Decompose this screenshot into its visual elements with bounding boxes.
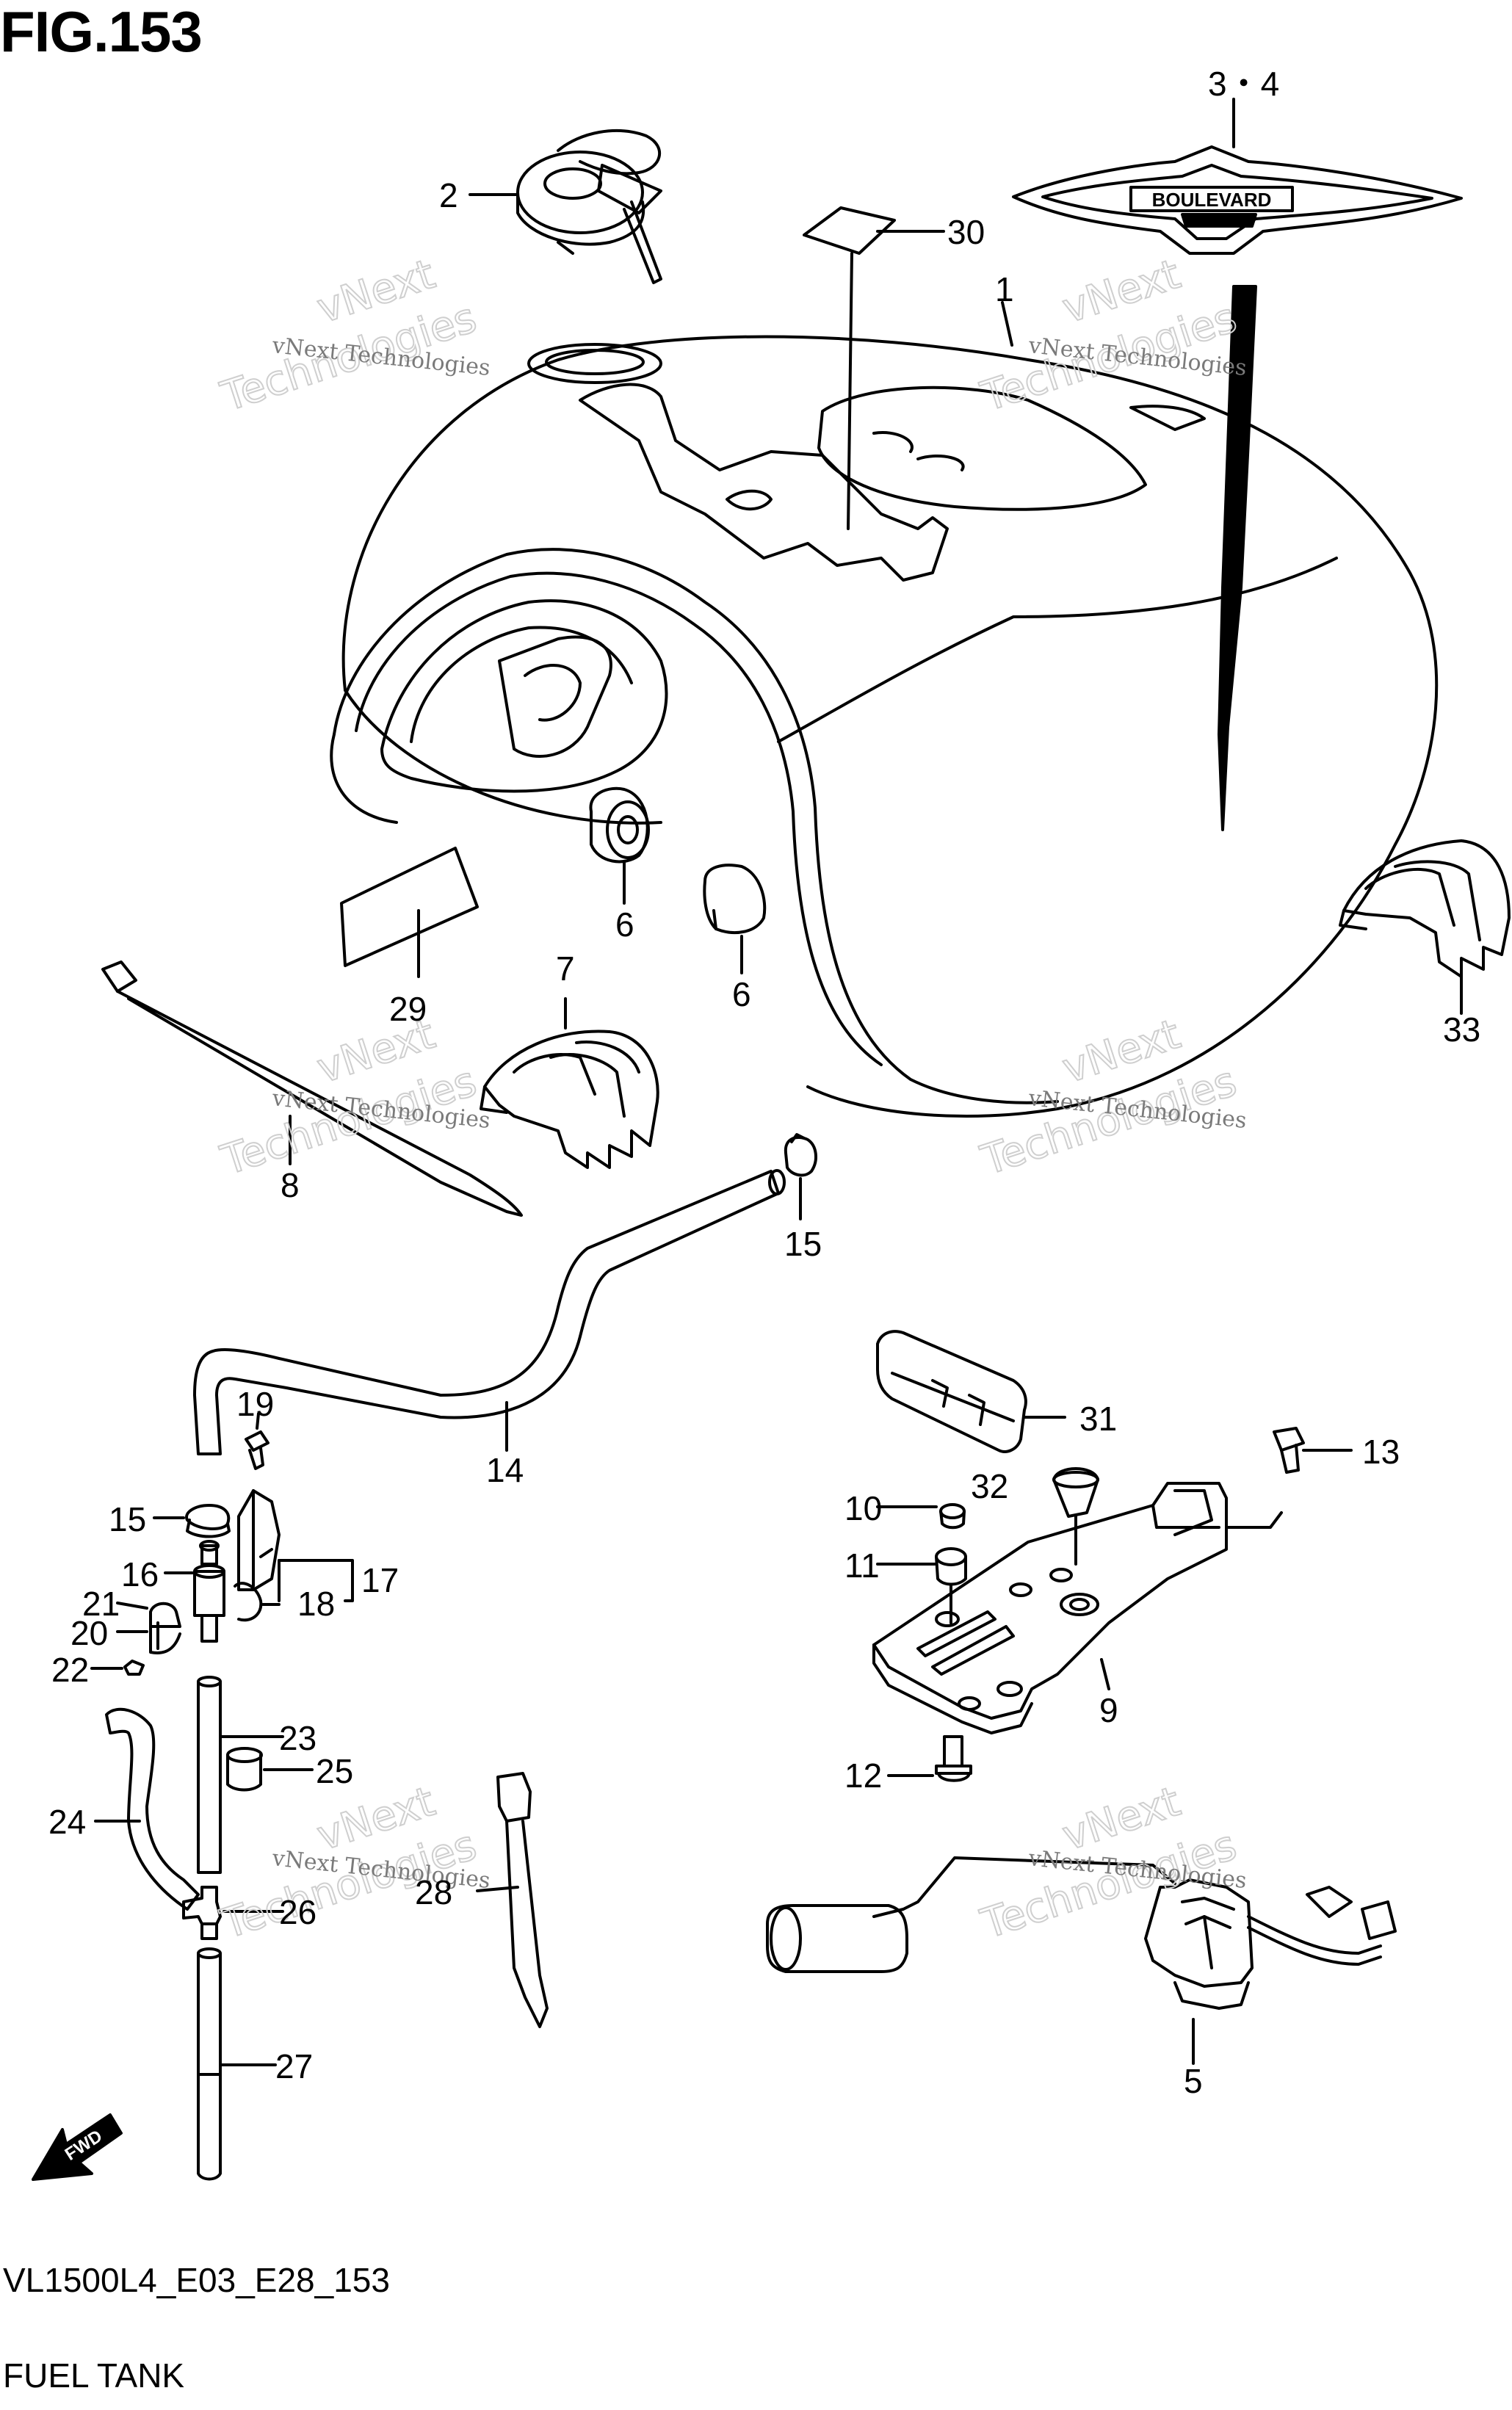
callout-31: 31 — [1079, 1400, 1117, 1438]
sleeve-25 — [226, 1747, 314, 1792]
callout-17: 17 — [361, 1561, 399, 1599]
bracket-9 — [872, 1482, 1283, 1734]
bolt-12 — [887, 1735, 972, 1782]
callout-11: 11 — [844, 1546, 880, 1585]
callout-19: 19 — [236, 1385, 274, 1423]
bolt-13 — [1273, 1427, 1353, 1474]
callout-15a: 15 — [784, 1225, 822, 1263]
callout-23: 23 — [279, 1719, 316, 1757]
rubber-31 — [876, 1330, 1066, 1453]
callout-1: 1 — [995, 270, 1014, 308]
fuel-sender-5 — [766, 1856, 1397, 2065]
hose-14 — [193, 1169, 786, 1455]
grommet-6b — [703, 864, 767, 974]
callout-20: 20 — [70, 1614, 108, 1652]
cable-tie-8 — [101, 960, 523, 1217]
callout-12: 12 — [844, 1756, 882, 1795]
callout-27: 27 — [275, 2047, 313, 2085]
callout-22: 22 — [51, 1651, 89, 1689]
callout-30: 30 — [947, 213, 985, 251]
cushion-33 — [1339, 839, 1511, 1015]
grommet-6a — [589, 786, 650, 905]
boulevard-emblem — [1012, 98, 1463, 255]
callout-2: 2 — [439, 176, 458, 214]
callout-21: 21 — [82, 1585, 120, 1623]
label-30 — [803, 206, 945, 530]
emblem-text: BOULEVARD — [1152, 189, 1272, 211]
screw-19 — [245, 1412, 270, 1470]
label-29 — [340, 847, 479, 978]
fuel-cap — [469, 129, 662, 284]
figure-title: FIG.153 — [0, 0, 203, 64]
callout-6a: 6 — [615, 905, 634, 944]
grommet-11 — [876, 1547, 967, 1624]
callout-8: 8 — [281, 1166, 300, 1204]
callout-16: 16 — [121, 1555, 159, 1593]
callout-10: 10 — [844, 1489, 882, 1527]
callout-32: 32 — [971, 1467, 1008, 1505]
bolt-22 — [90, 1660, 145, 1676]
hose-27 — [197, 1947, 277, 2181]
callout-29: 29 — [389, 990, 427, 1028]
fuel-tank-body — [330, 285, 1439, 1118]
joint-26 — [182, 1886, 284, 1940]
callout-25: 25 — [316, 1752, 353, 1790]
callout-13: 13 — [1362, 1433, 1400, 1471]
callout-6b: 6 — [732, 975, 751, 1013]
washer-10 — [876, 1503, 966, 1530]
figure-name: FUEL TANK — [3, 2356, 185, 2395]
clamp-15b — [153, 1504, 231, 1538]
callout-14: 14 — [486, 1451, 524, 1489]
stopper-32 — [1052, 1467, 1099, 1566]
joint-16 — [164, 1540, 225, 1643]
hose-24 — [94, 1707, 200, 1911]
callouts: 1 2 3・4 5 6 6 7 8 9 10 11 12 13 14 15 15… — [48, 65, 1480, 2100]
callout-5: 5 — [1184, 2062, 1203, 2100]
cable-tie-28 — [476, 1772, 549, 2028]
bracket-17 — [237, 1489, 354, 1602]
fwd-arrow-icon — [32, 2113, 123, 2181]
callout-26: 26 — [279, 1893, 316, 1931]
callout-3-4: 3・4 — [1208, 65, 1279, 103]
clip-21 — [116, 1602, 181, 1628]
callout-18: 18 — [297, 1585, 335, 1623]
callout-33: 33 — [1443, 1010, 1480, 1049]
clamp-15a — [784, 1133, 817, 1220]
callout-7: 7 — [556, 949, 575, 988]
callout-9: 9 — [1099, 1691, 1118, 1729]
cushion-7 — [480, 997, 659, 1169]
clip-18 — [234, 1582, 281, 1622]
hose-23 — [197, 1676, 284, 1874]
callout-15b: 15 — [109, 1500, 146, 1538]
callout-24: 24 — [48, 1803, 86, 1841]
figure-code: VL1500L4_E03_E28_153 — [3, 2261, 390, 2299]
callout-28: 28 — [415, 1873, 452, 1911]
